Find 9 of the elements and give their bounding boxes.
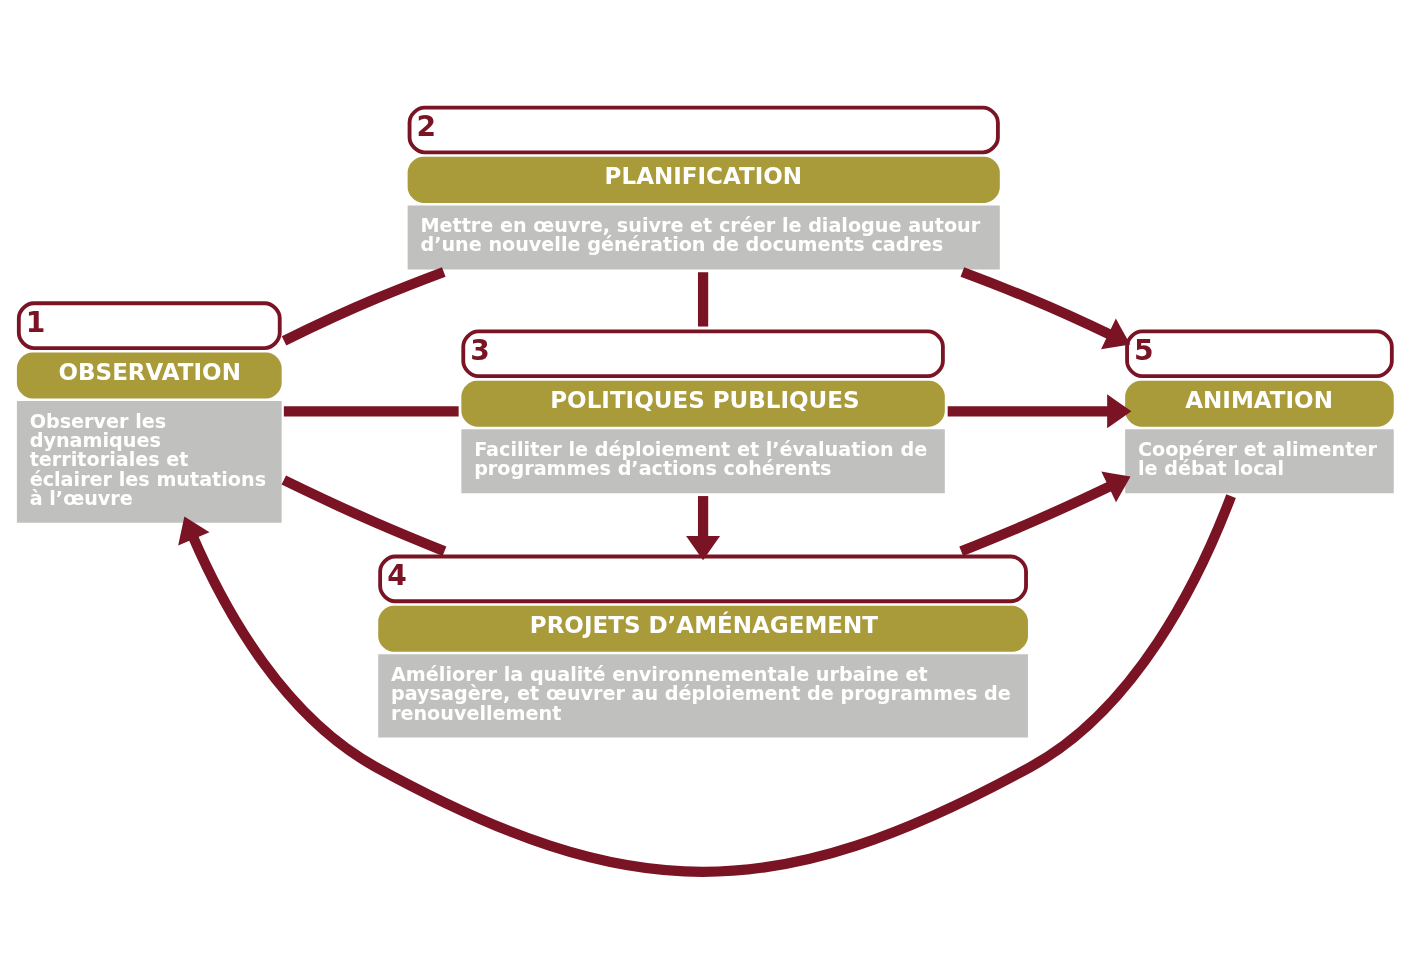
connector [281,474,447,556]
arrow [959,471,1131,556]
arrow [686,495,721,560]
arrow [960,266,1131,349]
connector [283,405,459,416]
connector [697,271,709,327]
arrow [178,493,1236,877]
connector [281,266,446,345]
arrow [947,393,1132,428]
